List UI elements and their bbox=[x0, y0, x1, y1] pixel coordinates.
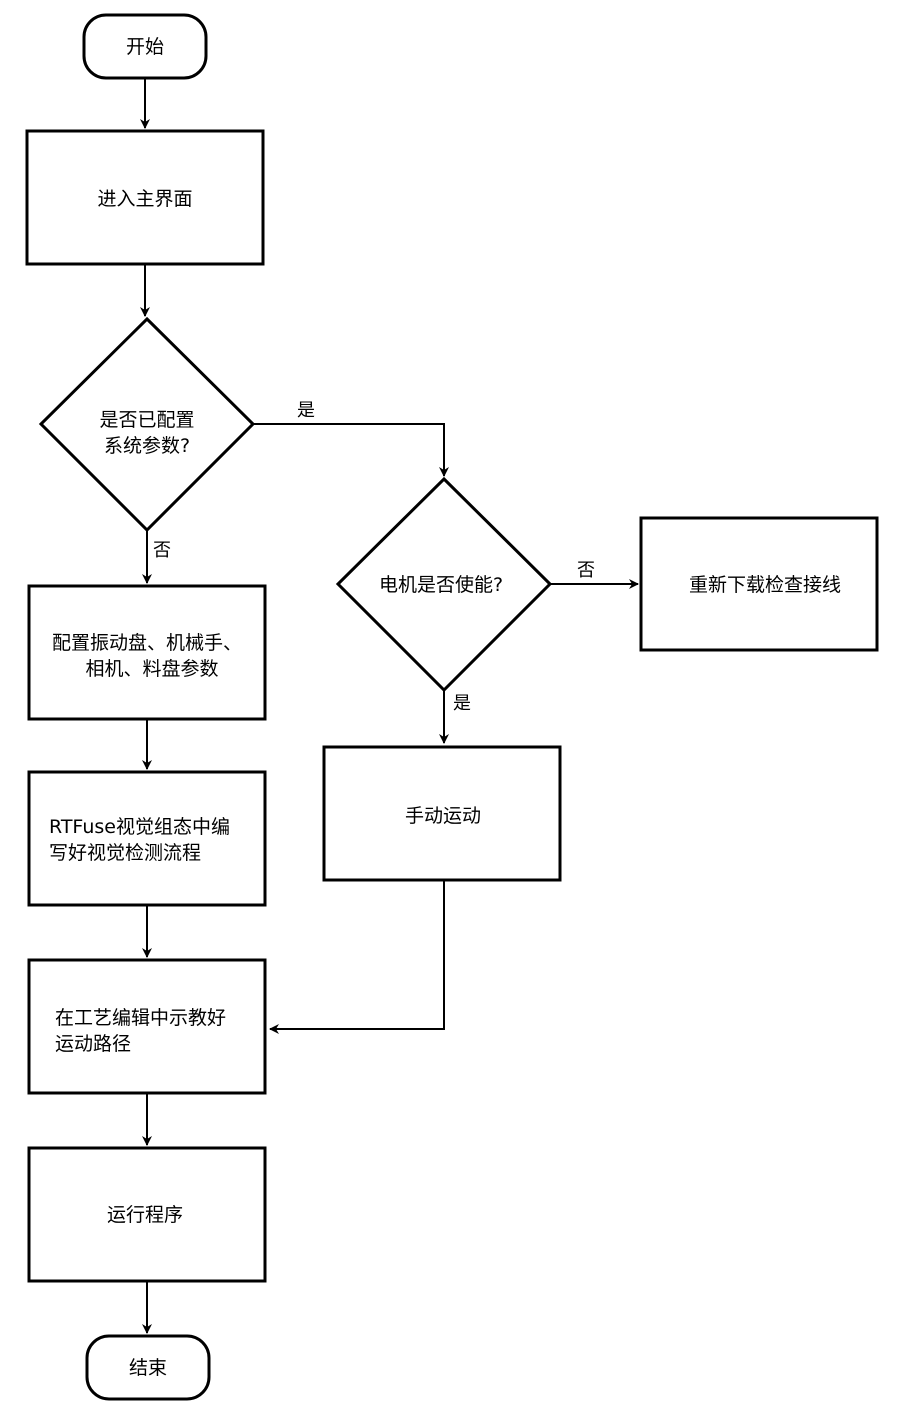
node-start: 开始 bbox=[82, 13, 208, 80]
edge-label-motor-no: 否 bbox=[577, 560, 595, 581]
node-teach-path-line1: 在工艺编辑中示教好 bbox=[55, 1007, 226, 1029]
node-configured-decision: 是否已配置 系统参数? bbox=[38, 316, 256, 533]
node-redownload-label: 重新下载检查接线 bbox=[689, 574, 841, 596]
node-end: 结束 bbox=[85, 1334, 211, 1401]
node-teach-path: 在工艺编辑中示教好 运动路径 bbox=[27, 958, 267, 1095]
node-motor-label: 电机是否使能? bbox=[379, 574, 503, 596]
node-motor-decision: 电机是否使能? bbox=[335, 476, 553, 693]
node-configured-label-line1: 是否已配置 bbox=[99, 409, 194, 431]
node-start-label: 开始 bbox=[126, 36, 164, 58]
node-config-params: 配置振动盘、机械手、 相机、料盘参数 bbox=[27, 584, 267, 721]
node-main-ui-label: 进入主界面 bbox=[97, 188, 192, 210]
node-redownload: 重新下载检查接线 bbox=[639, 516, 879, 652]
edge-manual-to-teach bbox=[269, 880, 445, 1034]
node-run: 运行程序 bbox=[27, 1146, 267, 1283]
edge-configured-yes bbox=[253, 423, 449, 477]
node-main-ui: 进入主界面 bbox=[25, 129, 265, 266]
node-rtfuse-line2: 写好视觉检测流程 bbox=[49, 842, 201, 864]
node-rtfuse-line1: RTFuse视觉组态中编 bbox=[49, 816, 230, 838]
node-rtfuse: RTFuse视觉组态中编 写好视觉检测流程 bbox=[27, 770, 267, 907]
node-config-params-line1: 配置振动盘、机械手、 bbox=[52, 632, 242, 654]
node-config-params-line2: 相机、料盘参数 bbox=[85, 658, 218, 680]
node-run-label: 运行程序 bbox=[107, 1204, 183, 1226]
node-manual: 手动运动 bbox=[322, 745, 562, 882]
node-teach-path-line2: 运动路径 bbox=[55, 1033, 131, 1055]
node-manual-label: 手动运动 bbox=[405, 805, 481, 827]
node-configured-label-line2: 系统参数? bbox=[104, 435, 190, 457]
node-end-label: 结束 bbox=[129, 1357, 167, 1379]
edge-label-motor-yes: 是 bbox=[453, 693, 471, 714]
edges bbox=[140, 78, 639, 1334]
edge-label-configured-no: 否 bbox=[153, 540, 171, 561]
edge-label-configured-yes: 是 bbox=[297, 400, 315, 421]
